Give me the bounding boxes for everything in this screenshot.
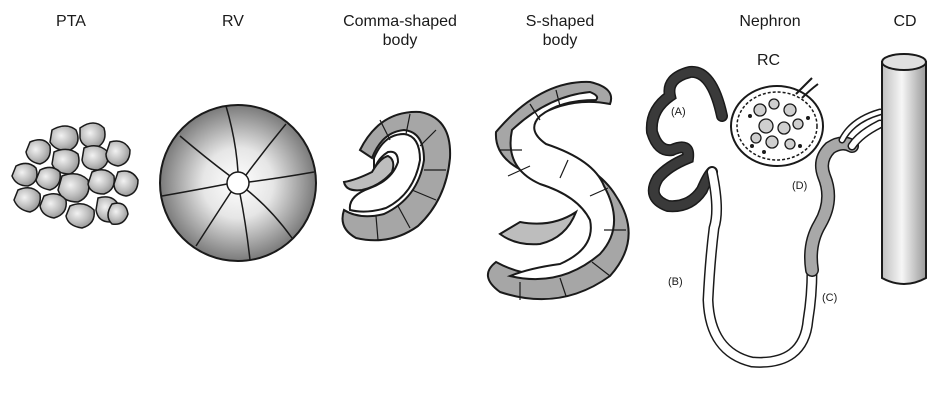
comma-label-line1: Comma-shaped bbox=[343, 12, 457, 31]
cd-label: CD bbox=[893, 12, 916, 31]
nephron-label: Nephron bbox=[739, 12, 800, 31]
segment-c-label: (C) bbox=[822, 292, 837, 304]
s-label-line1: S-shaped bbox=[526, 12, 595, 31]
nephron bbox=[652, 72, 880, 362]
rc-label: RC bbox=[757, 52, 780, 70]
pta-label: PTA bbox=[56, 12, 86, 31]
segment-b-label: (B) bbox=[668, 276, 683, 288]
rv-label: RV bbox=[222, 12, 244, 31]
rv-ring bbox=[160, 105, 316, 261]
collecting-duct bbox=[882, 54, 926, 284]
comma-label-line2: body bbox=[383, 31, 418, 50]
pta-cell-cluster bbox=[12, 123, 138, 228]
renal-corpuscle bbox=[731, 78, 823, 166]
segment-b bbox=[708, 172, 812, 362]
segment-a-label: (A) bbox=[671, 106, 686, 118]
comma-shaped-body bbox=[343, 112, 451, 240]
s-label-line2: body bbox=[543, 31, 578, 50]
segment-d-label: (D) bbox=[792, 180, 807, 192]
s-shaped-body bbox=[488, 82, 629, 300]
